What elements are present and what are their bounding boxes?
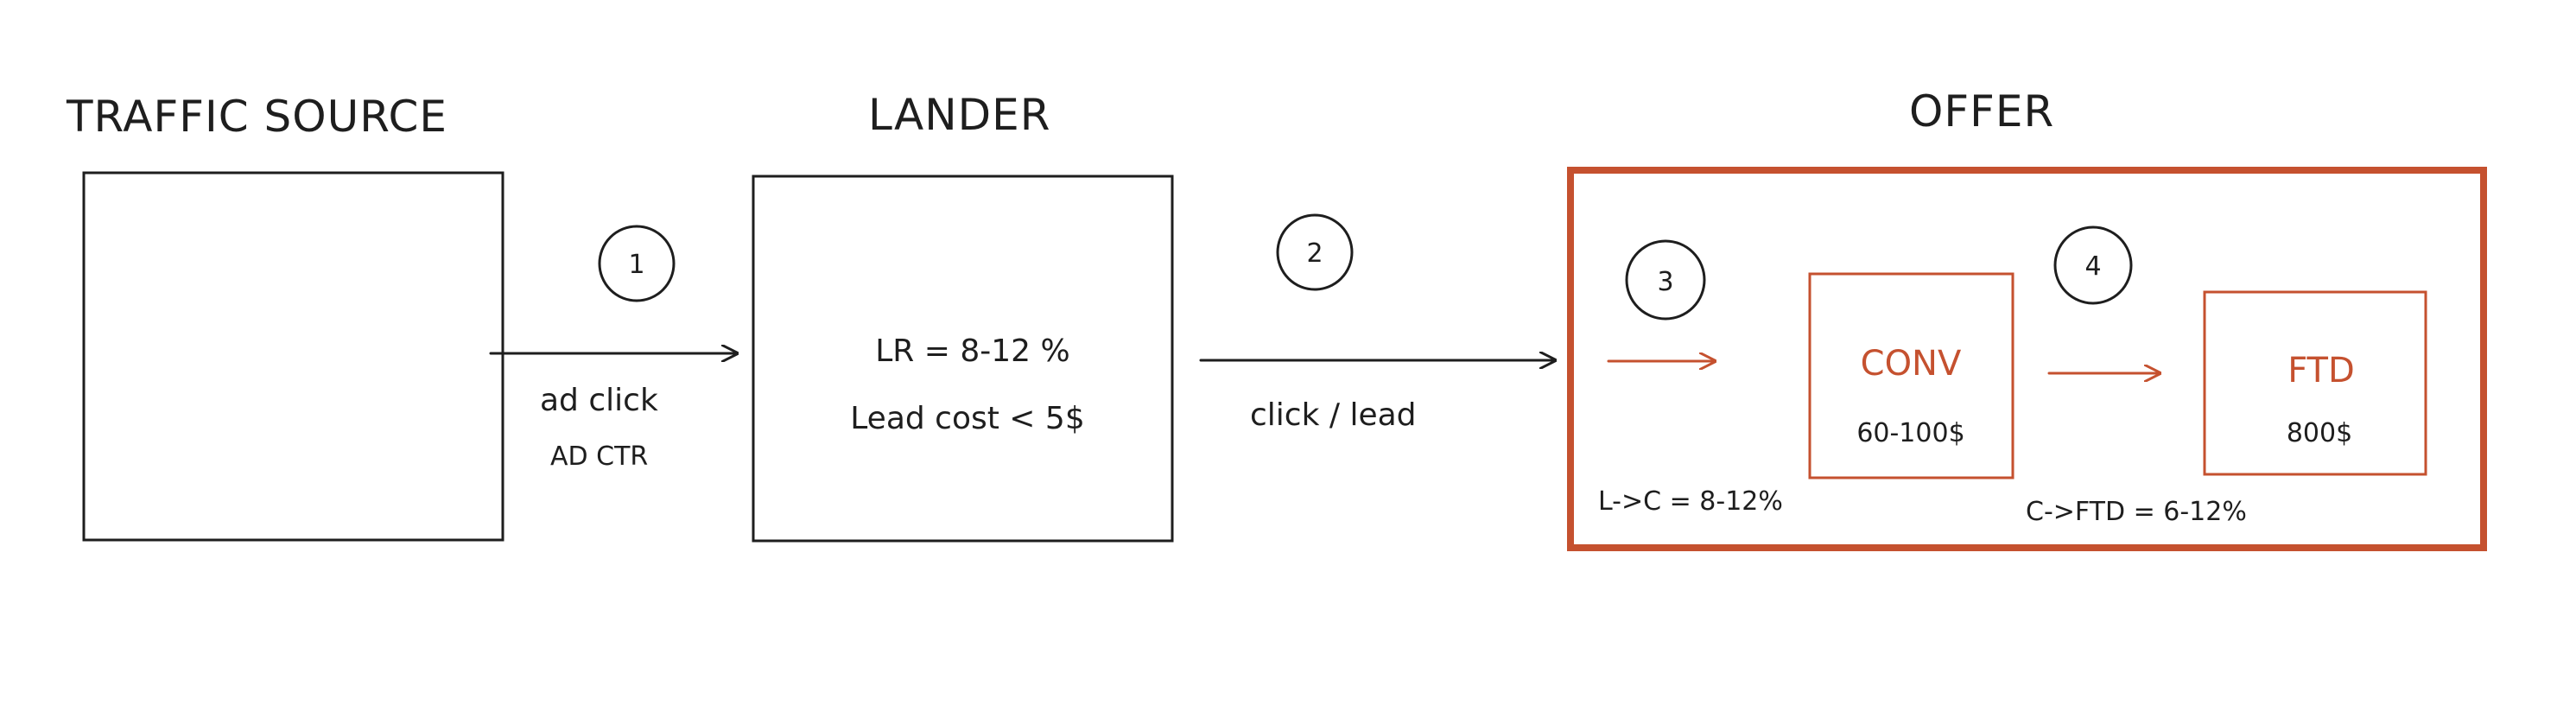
step-1-circle	[598, 225, 676, 302]
step-3-circle	[1625, 239, 1706, 321]
traffic-source-title: TRAFFIC SOURCE	[66, 92, 447, 142]
c-to-ftd-rate: C->FTD = 6-12%	[2026, 497, 2247, 527]
lander-lead-cost-label: Lead cost < 5$	[850, 401, 1084, 436]
ad-ctr-label: AD CTR	[550, 441, 648, 472]
ftd-title: FTD	[2287, 351, 2355, 391]
step-3-number: 3	[1657, 267, 1673, 297]
step-4-number: 4	[2084, 251, 2101, 282]
conv-title: CONV	[1861, 344, 1962, 384]
offer-container	[1567, 167, 2487, 551]
step-2-circle	[1276, 213, 1354, 291]
click-lead-label: click / lead	[1250, 397, 1417, 433]
lander-title: LANDER	[868, 90, 1050, 140]
step-1-number: 1	[628, 250, 644, 280]
lander-lr-label: LR = 8-12 %	[875, 333, 1069, 369]
ad-click-label: ad click	[540, 383, 658, 418]
traffic-source-box	[82, 171, 504, 542]
offer-title: OFFER	[1909, 86, 2054, 137]
lander-box	[752, 175, 1174, 543]
step-2-number: 2	[1306, 238, 1323, 269]
conv-price: 60-100$	[1856, 418, 1964, 448]
ftd-price: 800$	[2287, 418, 2352, 448]
ftd-box	[2203, 290, 2427, 476]
step-3: 3	[1625, 239, 1706, 321]
step-1: 1	[598, 225, 676, 302]
l-to-c-rate: L->C = 8-12%	[1598, 486, 1783, 517]
step-4-circle	[2053, 225, 2133, 305]
step-2: 2	[1276, 213, 1354, 291]
step-4: 4	[2053, 225, 2133, 305]
conv-box	[1808, 272, 2014, 479]
